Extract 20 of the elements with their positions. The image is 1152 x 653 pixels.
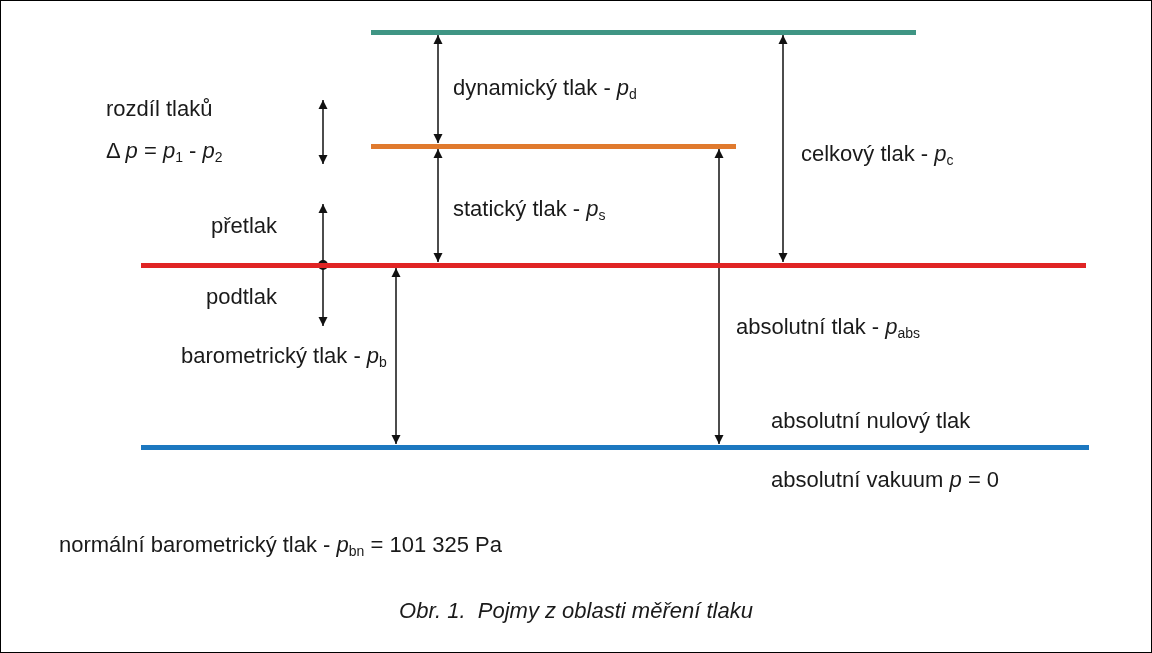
edge-label: absolutní tlak - p$_{abs}$ xyxy=(736,315,920,342)
double-arrow xyxy=(714,148,724,445)
label-text: Δ p = p$_{1}$ - p$_{2}$ xyxy=(106,139,223,166)
edge-label: celkový tlak - p$_{c}$ xyxy=(801,142,954,169)
arrow xyxy=(318,203,328,263)
level-label: absolutní vakuum p = 0 xyxy=(771,468,1000,493)
edge-label: statický tlak - p$_{s}$ xyxy=(453,197,606,224)
double-arrow xyxy=(433,34,443,144)
arrow xyxy=(318,267,328,327)
edge-label: podtlak xyxy=(206,285,277,310)
figure-caption: Obr. 1. Pojmy z oblasti měření tlaku xyxy=(399,599,753,624)
note-text: normální barometrický tlak - p$_{bn}$ = 101 325 Pa xyxy=(59,533,502,560)
edge-label: přetlak xyxy=(211,214,278,239)
label-text: rozdíl tlaků xyxy=(106,97,213,122)
double-arrow xyxy=(778,34,788,263)
level-label: absolutní nulový tlak xyxy=(771,409,971,434)
edge-label: dynamický tlak - p$_{d}$ xyxy=(453,76,637,103)
edge-label: barometrický tlak - p$_{b}$ xyxy=(181,344,387,371)
double-arrow xyxy=(391,267,401,445)
double-arrow xyxy=(433,148,443,263)
